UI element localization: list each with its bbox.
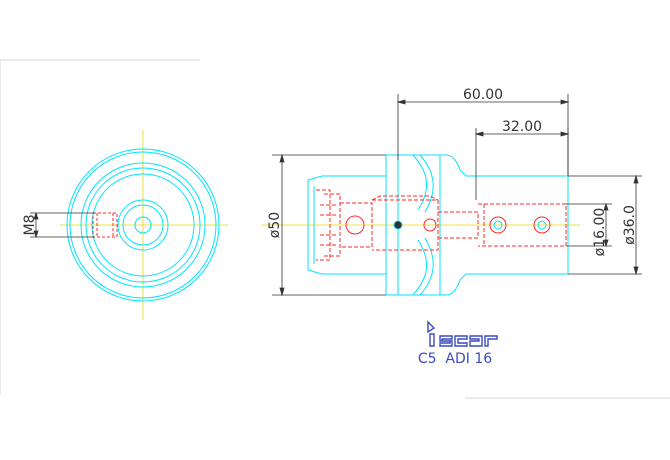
end-view-screw-hole	[92, 212, 118, 238]
dim-d50	[272, 153, 386, 297]
side-view-hidden-lines	[316, 189, 567, 261]
frame-lines	[0, 59, 670, 399]
dim-d50-label: ø50	[267, 212, 283, 238]
dim-d16	[566, 202, 612, 248]
dim-d16-label: ø16.00	[592, 208, 608, 257]
end-view-centerlines	[60, 130, 228, 320]
dim-32	[474, 128, 570, 200]
dim-d36	[568, 174, 642, 276]
m8-dimension	[30, 211, 95, 239]
end-view-circles	[66, 148, 220, 302]
dim-32-label: 32.00	[502, 119, 542, 135]
dim-d36-label: ø36.0	[622, 205, 638, 245]
iscar-logo	[427, 320, 498, 347]
side-view: 60.00 32.00 ø50 ø16.00	[262, 87, 642, 297]
dim-60-label: 60.00	[463, 87, 503, 103]
side-view-holes	[345, 215, 551, 235]
part-caption: C5 ADI 16	[418, 351, 492, 367]
end-view: M8	[22, 130, 228, 320]
m8-label: M8	[22, 215, 38, 236]
coolant-hole	[393, 220, 403, 230]
